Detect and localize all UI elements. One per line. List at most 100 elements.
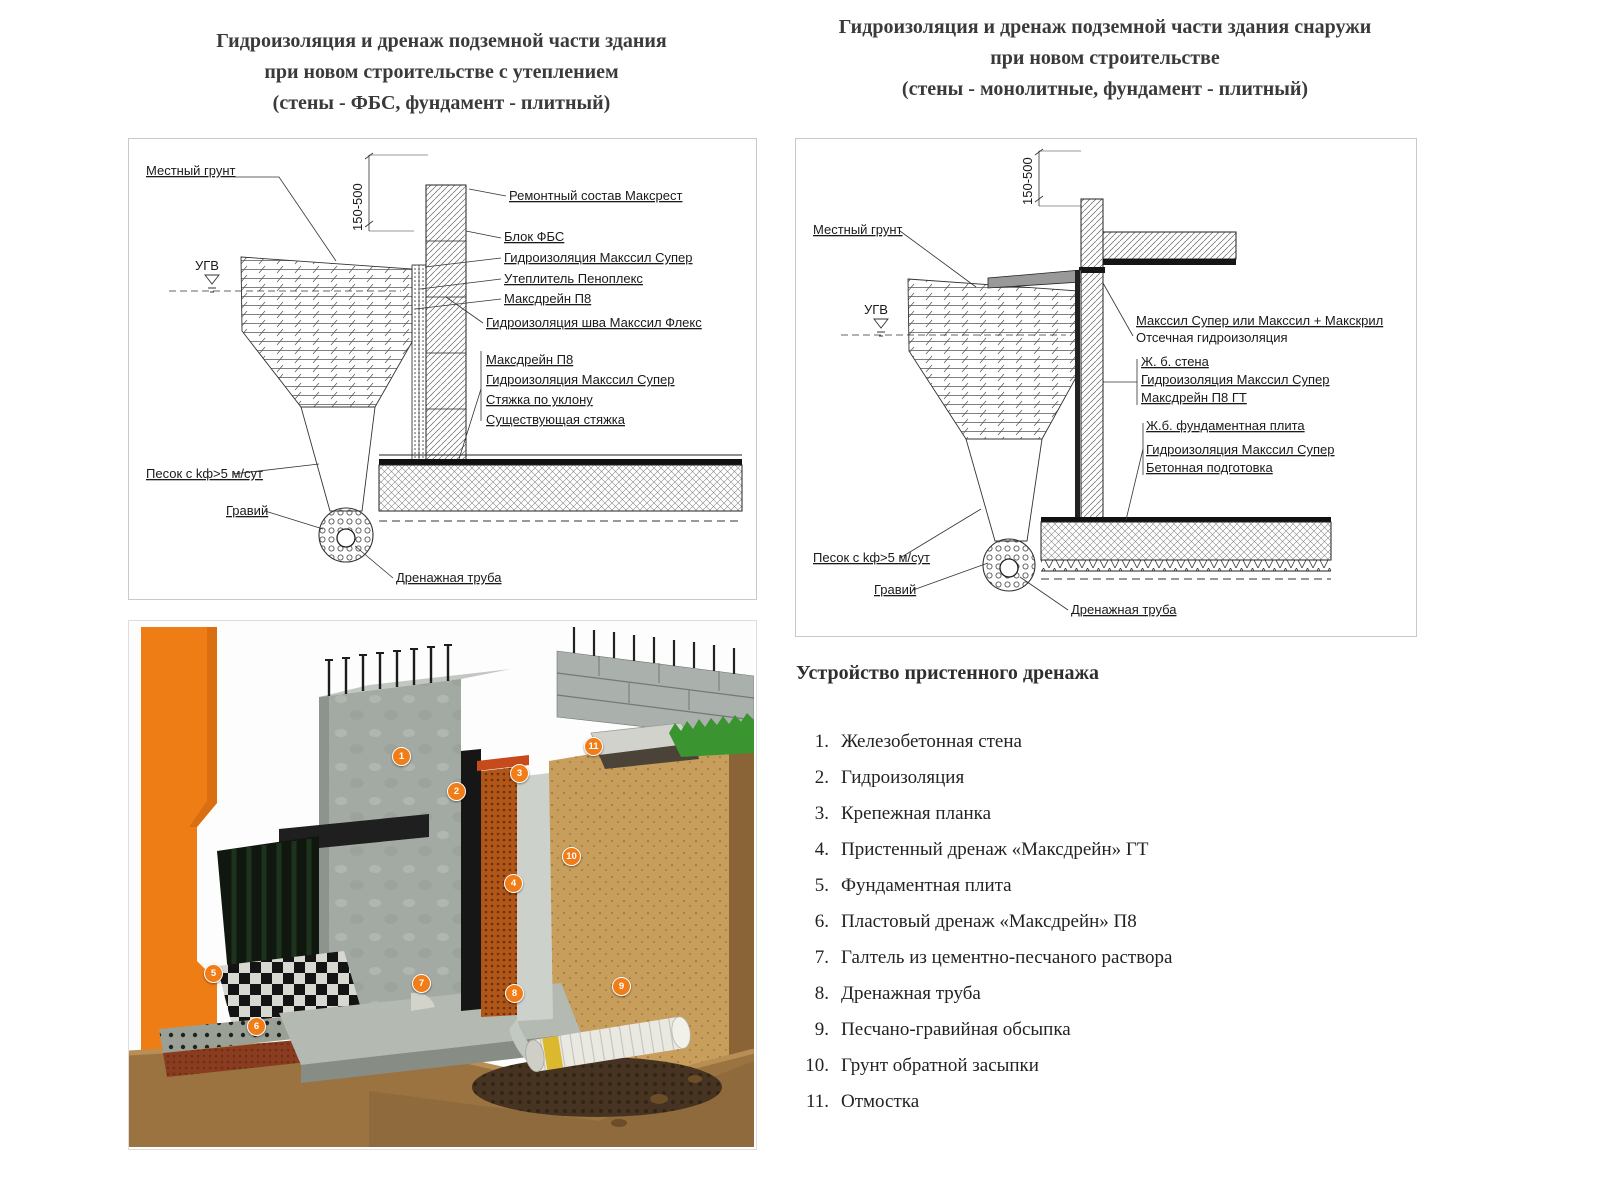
fbs-wall bbox=[425, 184, 467, 462]
list-item-number: 6. bbox=[814, 911, 829, 932]
leader-lines bbox=[899, 230, 1144, 611]
fastening-bar bbox=[477, 755, 529, 771]
list-item-text: Фундаментная плита bbox=[841, 875, 1012, 896]
label-concrete-prep: Бетонная подготовка bbox=[1146, 460, 1273, 475]
label-repair: Ремонтный состав Максрест bbox=[509, 188, 682, 203]
label-screed-slope: Стяжка по уклону bbox=[486, 392, 593, 407]
label-local-soil: Местный грунт bbox=[146, 163, 236, 178]
list-item-number: 4. bbox=[814, 839, 829, 860]
right-title-line2: при новом строительстве bbox=[990, 47, 1220, 69]
list-item-text: Крепежная планка bbox=[841, 803, 992, 824]
label-foundation-slab: Ж.б. фундаментная плита bbox=[1146, 418, 1305, 433]
list-item-text: Дренажная труба bbox=[841, 983, 981, 1004]
gravel-and-pipe bbox=[982, 538, 1036, 592]
list-item-number: 10. bbox=[805, 1055, 829, 1076]
list-item-number: 2. bbox=[814, 767, 829, 788]
drainage-legend-list: 1. Железобетонная стена 2. Гидроизоляция 3… bbox=[795, 724, 1415, 1120]
label-rc-wall: Ж. б. стена bbox=[1141, 354, 1210, 369]
pipe-yellow-band bbox=[542, 1035, 564, 1070]
rebar-main-wall bbox=[327, 645, 450, 696]
groundwater-level bbox=[169, 274, 401, 293]
list-item-number: 5. bbox=[814, 875, 829, 896]
grass bbox=[669, 713, 754, 757]
illustration-svg bbox=[129, 621, 754, 1147]
top-slab bbox=[1102, 231, 1237, 260]
foundation-slab bbox=[1040, 517, 1332, 580]
label-maxdrain-top: Максдрейн П8 bbox=[504, 291, 591, 306]
label-ugv: УГВ bbox=[195, 258, 219, 273]
list-item-number: 1. bbox=[814, 731, 829, 752]
drainage-section-title: Устройство пристенного дренажа bbox=[796, 662, 1099, 684]
sand-funnel bbox=[965, 438, 1043, 542]
right-title-line3: (стены - монолитные, фундамент - плитный… bbox=[901, 78, 1309, 100]
left-title-line2: при новом строительстве с утеплением bbox=[264, 61, 619, 83]
list-item-text: Галтель из цементно-песчаного раствора bbox=[841, 947, 1173, 968]
drainage-pipe bbox=[525, 1016, 691, 1073]
label-fbs-block: Блок ФБС bbox=[504, 229, 564, 244]
soil-hatch bbox=[907, 278, 1080, 542]
marker-10: 10 bbox=[562, 847, 581, 866]
left-title: Гидроизоляция и дренаж подземной части з… bbox=[128, 26, 755, 119]
list-item-text: Гидроизоляция bbox=[841, 767, 965, 788]
drain-pipe-section bbox=[999, 558, 1019, 578]
marker-3: 3 bbox=[510, 764, 529, 783]
cutoff-membrane bbox=[1079, 267, 1105, 273]
list-item: 8. Дренажная труба bbox=[795, 976, 1415, 1012]
drain-pipe-section bbox=[336, 528, 356, 548]
soil-hatch bbox=[240, 256, 413, 512]
list-item-number: 11. bbox=[805, 1091, 829, 1112]
dimension-150-500 bbox=[1034, 148, 1081, 207]
list-item-number: 9. bbox=[814, 1019, 829, 1040]
label-drain-pipe: Дренажная труба bbox=[396, 570, 502, 585]
list-item: 7.Галтель из цементно-песчаного раствора bbox=[795, 940, 1415, 976]
list-item-number: 3. bbox=[814, 803, 829, 824]
wall-membranes bbox=[461, 749, 621, 1093]
marker-9: 9 bbox=[612, 977, 631, 996]
left-title-line1: Гидроизоляция и дренаж подземной части з… bbox=[216, 30, 667, 52]
list-item: 1. Железобетонная стена bbox=[795, 724, 1415, 760]
label-maxdrain: Максдрейн П8 ГТ bbox=[1141, 390, 1247, 405]
label-ugv: УГВ bbox=[864, 302, 888, 317]
marker-6: 6 bbox=[247, 1017, 266, 1036]
left-cad-svg: Местный грунт 150-500 УГВ Ремонтный сост… bbox=[146, 152, 743, 585]
list-item: 6. Пластовый дренаж «Максдрейн» П8 bbox=[795, 904, 1415, 940]
front-soil bbox=[369, 1061, 754, 1147]
list-item: 11.Отмостка bbox=[795, 1084, 1415, 1120]
list-item-text: Грунт обратной засыпки bbox=[841, 1055, 1039, 1076]
right-title: Гидроизоляция и дренаж подземной части з… bbox=[788, 12, 1422, 105]
list-item-number: 8. bbox=[814, 983, 829, 1004]
pipe-zone bbox=[472, 1016, 722, 1127]
list-item-text: Пристенный дренаж «Максдрейн» ГТ bbox=[841, 839, 1149, 860]
label-sand: Песок с kф>5 м/сут bbox=[146, 466, 263, 481]
marker-5: 5 bbox=[204, 964, 223, 983]
label-sand: Песок с kф>5 м/сут bbox=[813, 550, 930, 565]
label-waterproof-slab: Гидроизоляция Макссил Супер bbox=[1146, 442, 1335, 457]
list-item-text: Железобетонная стена bbox=[841, 731, 1022, 752]
label-waterproof-wall: Гидроизоляция Макссил Супер bbox=[1141, 372, 1330, 387]
wall-layers bbox=[411, 264, 427, 462]
label-dimension: 150-500 bbox=[350, 183, 365, 231]
left-cad-diagram: Местный грунт 150-500 УГВ Ремонтный сост… bbox=[128, 138, 757, 600]
label-insulation: Утеплитель Пеноплекс bbox=[504, 271, 643, 286]
gravel-and-pipe bbox=[318, 507, 374, 563]
wall-membrane bbox=[1075, 270, 1080, 521]
list-item: 5. Фундаментная плита bbox=[795, 868, 1415, 904]
label-waterproof-bottom: Гидроизоляция Макссил Супер bbox=[486, 372, 675, 387]
right-cad-diagram: Местный грунт 150-500 УГВ Макссил Супер … bbox=[795, 138, 1417, 637]
left-title-line3: (стены - ФБС, фундамент - плитный) bbox=[272, 92, 611, 114]
illustration-3d: 1 2 3 4 5 6 7 8 9 10 11 bbox=[128, 620, 757, 1150]
surface-top-right bbox=[590, 713, 754, 769]
sand-funnel bbox=[300, 406, 376, 512]
geotextile bbox=[517, 773, 553, 1021]
list-item: 10. Грунт обратной засыпки bbox=[795, 1048, 1415, 1084]
list-item-text: Песчано-гравийная обсыпка bbox=[841, 1019, 1071, 1040]
label-screed-existing: Существующая стяжка bbox=[486, 412, 626, 427]
orange-element bbox=[141, 627, 217, 1053]
list-item-text: Пластовый дренаж «Максдрейн» П8 bbox=[841, 911, 1137, 932]
dimension-150-500 bbox=[364, 152, 428, 232]
groundwater-level bbox=[841, 318, 1066, 337]
floor-slab bbox=[378, 454, 743, 522]
list-item: 4. Пристенный дренаж «Максдрейн» ГТ bbox=[795, 832, 1415, 868]
list-item: 3. Крепежная планка bbox=[795, 796, 1415, 832]
